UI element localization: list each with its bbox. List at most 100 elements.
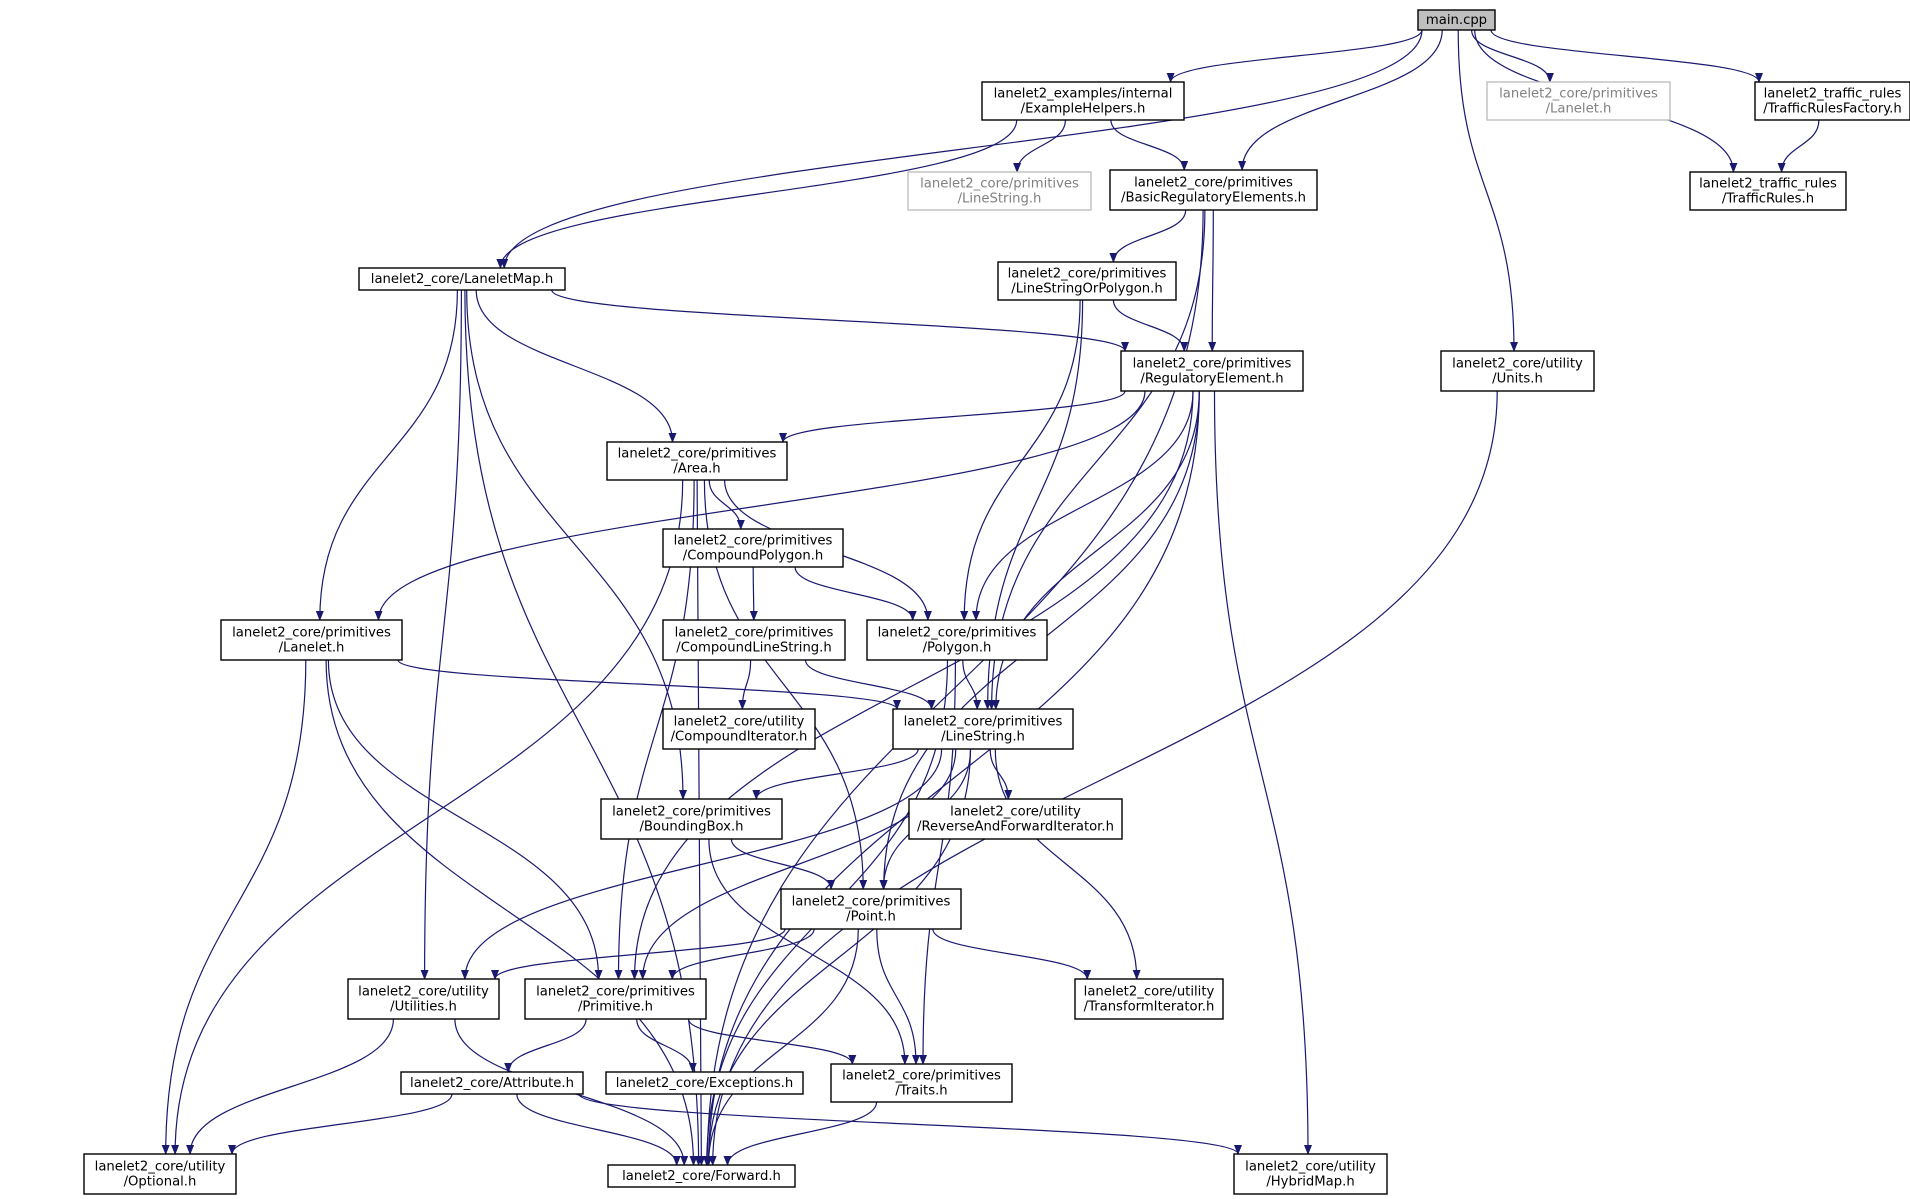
node-exc[interactable]: lanelet2_core/Exceptions.h — [605, 1071, 804, 1095]
node-box-traits[interactable] — [830, 1063, 1013, 1103]
node-label-prim_lanelet_top-line0: lanelet2_core/primitives — [1499, 87, 1658, 102]
node-label-hmap-line0: lanelet2_core/utility — [1245, 1160, 1376, 1175]
edge-lm-to-re — [551, 289, 1129, 352]
edge-ls-to-bbox — [752, 748, 919, 800]
node-box-area[interactable] — [606, 441, 788, 481]
node-label-rafi-line0: lanelet2_core/utility — [950, 805, 1081, 820]
node-rafi[interactable]: lanelet2_core/utility/ReverseAndForwardI… — [908, 798, 1123, 840]
edge-trf-to-tr — [1777, 119, 1820, 173]
edge-attr-to-hmap — [578, 1093, 1242, 1155]
node-poly[interactable]: lanelet2_core/primitives/Polygon.h — [866, 619, 1048, 661]
node-label-prim_lanelet_top-line1: /Lanelet.h — [1546, 102, 1612, 117]
node-label-citer-line1: /CompoundIterator.h — [671, 730, 808, 745]
node-lm[interactable]: lanelet2_core/LaneletMap.h — [358, 267, 566, 291]
node-box-trf[interactable] — [1754, 81, 1910, 121]
node-box-tr[interactable] — [1689, 171, 1847, 211]
node-primitive[interactable]: lanelet2_core/primitives/Primitive.h — [524, 978, 707, 1020]
node-box-util[interactable] — [347, 978, 500, 1020]
node-label-cpoly-line0: lanelet2_core/primitives — [674, 534, 833, 549]
node-re[interactable]: lanelet2_core/primitives/RegulatoryEleme… — [1120, 350, 1304, 392]
node-area[interactable]: lanelet2_core/primitives/Area.h — [606, 441, 788, 481]
node-ls[interactable]: lanelet2_core/primitives/LineString.h — [892, 708, 1074, 750]
node-label-attr-line0: lanelet2_core/Attribute.h — [410, 1076, 574, 1091]
node-bre[interactable]: lanelet2_core/primitives/BasicRegulatory… — [1109, 169, 1318, 211]
node-label-traits-line0: lanelet2_core/primitives — [842, 1069, 1001, 1084]
node-label-ls_missing-line1: /LineString.h — [958, 192, 1042, 207]
node-label-citer-line0: lanelet2_core/utility — [674, 715, 805, 730]
nodes-layer: main.cpp lanelet2_examples/internal/Examp… — [83, 9, 1910, 1195]
edge-ls-to-rafi — [989, 748, 1013, 800]
node-box-lsop[interactable] — [997, 261, 1177, 301]
node-box-poly[interactable] — [866, 619, 1048, 661]
node-util[interactable]: lanelet2_core/utility/Utilities.h — [347, 978, 500, 1020]
node-box-exc[interactable] — [605, 1071, 804, 1095]
node-tr[interactable]: lanelet2_traffic_rules/TrafficRules.h — [1689, 171, 1847, 211]
node-box-cls[interactable] — [662, 619, 846, 661]
node-label-primitive-line1: /Primitive.h — [578, 1000, 653, 1015]
node-label-opt-line0: lanelet2_core/utility — [95, 1160, 226, 1175]
node-label-poly-line1: /Polygon.h — [923, 641, 992, 656]
node-box-primitive[interactable] — [524, 978, 707, 1020]
node-label-ls_missing-line0: lanelet2_core/primitives — [920, 177, 1079, 192]
node-traits[interactable]: lanelet2_core/primitives/Traits.h — [830, 1063, 1013, 1103]
node-box-ls[interactable] — [892, 708, 1074, 750]
edge-re-to-primitive — [630, 390, 1194, 980]
node-box-fwd[interactable] — [607, 1164, 796, 1188]
node-label-primitive-line0: lanelet2_core/primitives — [536, 985, 695, 1000]
node-units[interactable]: lanelet2_core/utility/Units.h — [1440, 350, 1595, 392]
node-main[interactable]: main.cpp — [1417, 9, 1496, 31]
edge-lsop-to-re — [1112, 299, 1189, 352]
node-label-ls-line0: lanelet2_core/primitives — [904, 715, 1063, 730]
node-citer[interactable]: lanelet2_core/utility/CompoundIterator.h — [662, 708, 816, 750]
node-box-lanelet[interactable] — [220, 619, 403, 661]
node-box-citer[interactable] — [662, 708, 816, 750]
node-label-exh-line1: /ExampleHelpers.h — [1021, 102, 1146, 117]
edge-area-to-cpoly — [708, 479, 745, 530]
node-opt[interactable]: lanelet2_core/utility/Optional.h — [83, 1153, 237, 1195]
node-box-opt[interactable] — [83, 1153, 237, 1195]
node-lanelet[interactable]: lanelet2_core/primitives/Lanelet.h — [220, 619, 403, 661]
edge-cls-to-ls — [804, 659, 936, 710]
node-box-re[interactable] — [1120, 350, 1304, 392]
edge-point-to-traits — [876, 928, 920, 1065]
node-box-bre[interactable] — [1109, 169, 1318, 211]
node-box-main[interactable] — [1417, 9, 1496, 31]
edge-util-to-opt — [186, 1018, 394, 1155]
node-box-lm[interactable] — [358, 267, 566, 291]
node-label-util-line1: /Utilities.h — [390, 1000, 457, 1015]
node-point[interactable]: lanelet2_core/primitives/Point.h — [780, 888, 962, 930]
node-hmap[interactable]: lanelet2_core/utility/HybridMap.h — [1233, 1153, 1388, 1195]
node-box-units[interactable] — [1440, 350, 1595, 392]
node-titer[interactable]: lanelet2_core/utility/TransformIterator.… — [1074, 978, 1224, 1020]
edge-re-to-poly — [972, 390, 1194, 621]
node-label-units-line1: /Units.h — [1492, 372, 1543, 387]
node-lsop[interactable]: lanelet2_core/primitives/LineStringOrPol… — [997, 261, 1177, 301]
node-attr[interactable]: lanelet2_core/Attribute.h — [400, 1071, 584, 1095]
node-label-lsop-line0: lanelet2_core/primitives — [1008, 267, 1167, 282]
node-exh[interactable]: lanelet2_examples/internal/ExampleHelper… — [981, 81, 1185, 121]
edge-primitive-to-traits — [687, 1018, 857, 1065]
node-fwd[interactable]: lanelet2_core/Forward.h — [607, 1164, 796, 1188]
node-box-cpoly[interactable] — [662, 528, 844, 568]
node-label-poly-line0: lanelet2_core/primitives — [878, 626, 1037, 641]
edge-ls-to-util — [460, 748, 943, 980]
node-box-point[interactable] — [780, 888, 962, 930]
edge-main-to-exh — [1166, 29, 1423, 83]
node-box-bbox[interactable] — [600, 798, 783, 840]
edge-area-to-opt — [171, 479, 684, 1155]
node-trf[interactable]: lanelet2_traffic_rules/TrafficRulesFacto… — [1754, 81, 1910, 121]
node-cls[interactable]: lanelet2_core/primitives/CompoundLineStr… — [662, 619, 846, 661]
edge-re-to-lanelet — [374, 390, 1146, 621]
node-box-rafi[interactable] — [908, 798, 1123, 840]
edge-lm-to-area — [475, 289, 677, 443]
node-label-opt-line1: /Optional.h — [124, 1175, 197, 1190]
node-box-attr[interactable] — [400, 1071, 584, 1095]
node-box-exh[interactable] — [981, 81, 1185, 121]
node-box-titer[interactable] — [1074, 978, 1224, 1020]
node-box-hmap[interactable] — [1233, 1153, 1388, 1195]
node-bbox[interactable]: lanelet2_core/primitives/BoundingBox.h — [600, 798, 783, 840]
node-cpoly[interactable]: lanelet2_core/primitives/CompoundPolygon… — [662, 528, 844, 568]
edge-bre-to-lsop — [1109, 209, 1187, 263]
edge-main-to-bre — [1238, 29, 1443, 171]
node-label-exc-line0: lanelet2_core/Exceptions.h — [616, 1076, 793, 1091]
